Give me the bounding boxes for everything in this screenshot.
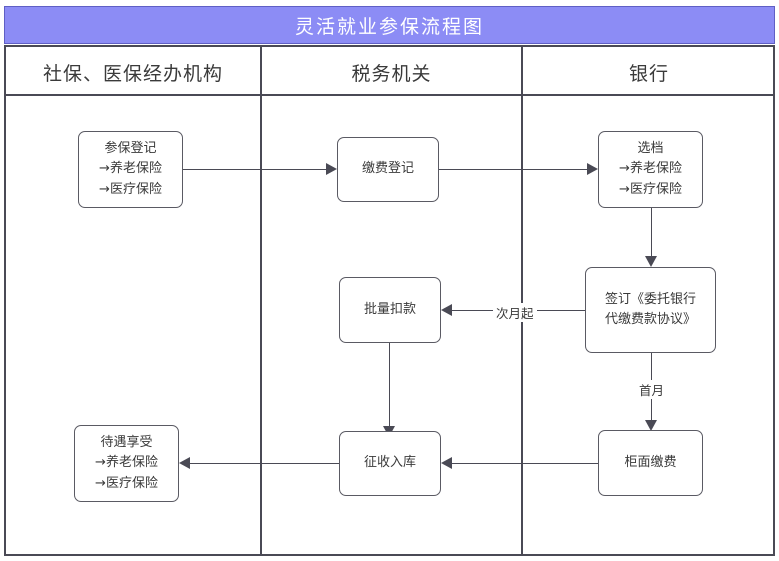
node-line: 柜面缴费	[624, 454, 677, 470]
connector-select-tier-to-agreement	[651, 208, 652, 261]
arrowhead-select-tier-to-agreement	[645, 256, 657, 267]
arrowhead-agreement-to-counter-payment	[645, 420, 657, 431]
lane-divider-1	[260, 45, 262, 556]
node-line: →养老保险	[619, 161, 682, 177]
node-sign-agreement[interactable]: 签订《委托银行 代缴费款协议》	[585, 267, 716, 353]
node-line: →医疗保险	[99, 181, 162, 197]
arrowhead-collection-to-benefit	[179, 457, 190, 469]
node-batch-deduction[interactable]: 批量扣款	[339, 277, 441, 343]
node-line: 参保登记	[104, 141, 157, 157]
chart-title-bar: 灵活就业参保流程图	[4, 6, 775, 44]
lane-header-label: 税务机关	[351, 62, 432, 85]
swimlane-frame	[4, 45, 775, 556]
arrowhead-agreement-to-batch-deduction	[441, 304, 452, 316]
node-payment-registration[interactable]: 缴费登记	[337, 137, 439, 202]
connector-payment-to-select-tier	[439, 169, 587, 170]
lane-divider-2	[521, 45, 523, 556]
lane-header-social-insurance: 社保、医保经办机构	[6, 52, 260, 92]
lane-header-divider	[4, 94, 775, 96]
lane-header-bank: 银行	[523, 52, 775, 92]
node-line: →医疗保险	[619, 181, 682, 197]
node-line: 代缴费款协议》	[604, 312, 696, 327]
page-title: 灵活就业参保流程图	[294, 15, 484, 38]
connector-collection-to-benefit	[190, 463, 339, 464]
node-benefit-enjoyment[interactable]: 待遇享受 →养老保险 →医疗保险	[74, 425, 179, 502]
node-collection-into-treasury[interactable]: 征收入库	[339, 431, 441, 496]
edge-label-from-next-month: 次月起	[493, 303, 537, 322]
node-counter-payment[interactable]: 柜面缴费	[598, 430, 703, 496]
connector-counter-payment-to-collection	[452, 463, 598, 464]
node-line: 缴费登记	[361, 161, 414, 177]
connector-batch-deduction-to-collection	[389, 343, 390, 431]
node-select-tier[interactable]: 选档 →养老保险 →医疗保险	[598, 131, 703, 208]
node-line: 征收入库	[363, 455, 416, 471]
node-line: 签订《委托银行	[604, 291, 696, 307]
node-insurance-registration[interactable]: 参保登记 →养老保险 →医疗保险	[78, 131, 183, 208]
arrowhead-counter-payment-to-collection	[441, 457, 452, 469]
node-line: →医疗保险	[95, 475, 158, 491]
arrowhead-registration-to-payment	[326, 163, 337, 175]
node-line: 选档	[637, 141, 664, 157]
node-line: →养老保险	[99, 161, 162, 177]
lane-header-label: 社保、医保经办机构	[42, 62, 223, 85]
node-line: →养老保险	[95, 455, 158, 471]
connector-registration-to-payment	[183, 169, 326, 170]
lane-header-label: 银行	[628, 62, 669, 85]
edge-label-first-month: 首月	[636, 380, 668, 399]
lane-header-tax-authority: 税务机关	[262, 52, 521, 92]
node-line: 待遇享受	[100, 435, 153, 451]
node-line: 批量扣款	[363, 301, 416, 317]
arrowhead-payment-to-select-tier	[587, 163, 598, 175]
